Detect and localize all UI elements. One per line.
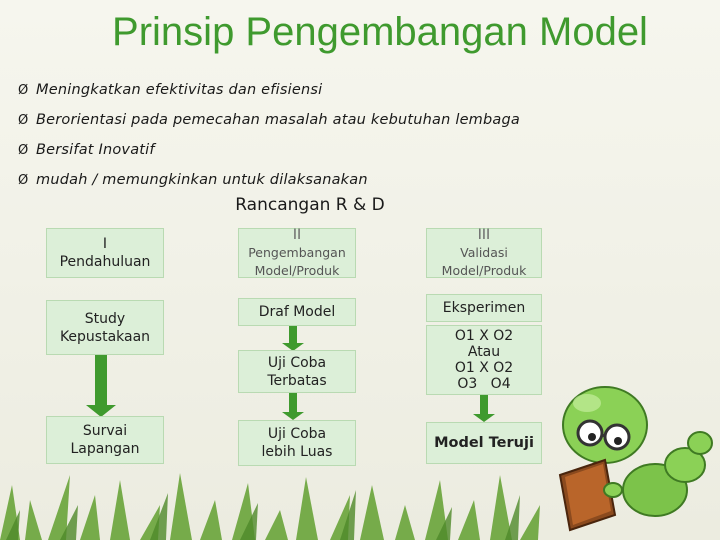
bookworm-reading-illustration [558,386,713,532]
down-arrow-icon [282,343,304,351]
bullet-text: Meningkatkan efektivitas dan efisiensi [36,82,323,98]
col2-header-num: II [292,227,302,243]
col2-step-uji-luas-label: Uji Coba lebih Luas [261,426,333,460]
col3-step-eksperimen-label: Eksperimen [442,300,526,316]
col2-step-draf: Draf Model [238,298,356,326]
col2-header-label: Pengembangan Model/Produk [248,245,346,278]
col3-header-box: III Validasi Model/Produk [426,227,542,278]
col2-step-uji-luas: Uji Coba lebih Luas [238,420,356,466]
arrow-bullet-icon: Ø [18,83,29,98]
grass-decoration [0,473,540,540]
col1-step-survai: Survai Lapangan [46,416,164,464]
bullet-item: Ø Bersifat Inovatif [18,140,698,170]
col2-step-uji-terbatas: Uji Coba Terbatas [238,350,356,393]
down-arrow-icon [282,412,304,420]
col1-step-study: Study Kepustakaan [46,300,164,355]
col3-design-line: O1 X O2 [454,328,514,344]
bullet-text: Bersifat Inovatif [36,142,155,158]
connector-shaft [480,395,488,415]
col2-step-draf-label: Draf Model [258,304,336,320]
col1-step-study-label: Study Kepustakaan [59,310,151,345]
connector-shaft [289,326,297,344]
down-arrow-icon [86,405,116,417]
col2-header-box: II Pengembangan Model/Produk [238,227,356,278]
col3-step-teruji-label: Model Teruji [434,435,534,451]
col3-header-num: III [477,227,491,243]
bullet-text: mudah / memungkinkan untuk dilaksanakan [36,172,368,188]
connector-shaft [289,393,297,413]
col1-header-num: I [102,236,108,252]
col1-header-label: Pendahuluan [59,254,151,270]
arrow-bullet-icon: Ø [18,113,29,128]
col3-design-line: O1 X O2 [454,360,514,376]
down-arrow-icon [473,414,495,422]
col3-step-design: O1 X O2 Atau O1 X O2 O3 O4 [426,325,542,395]
arrow-bullet-icon: Ø [18,143,29,158]
col2-step-uji-terbatas-label: Uji Coba Terbatas [267,354,327,389]
diagram-subtitle: Rancangan R & D [235,195,385,215]
col3-design-line: O3 O4 [457,376,511,392]
col3-design-line: Atau [467,344,501,360]
bullet-item: Ø Berorientasi pada pemecahan masalah ata… [18,110,698,140]
page-title: Prinsip Pengembangan Model [112,10,648,54]
bullet-item: Ø Meningkatkan efektivitas dan efisiensi [18,80,698,110]
arrow-bullet-icon: Ø [18,173,29,188]
connector-shaft [95,355,107,405]
col3-header-label: Validasi Model/Produk [441,245,527,278]
bullet-text: Berorientasi pada pemecahan masalah atau… [36,112,520,128]
col3-step-eksperimen: Eksperimen [426,294,542,322]
col1-step-survai-label: Survai Lapangan [70,423,140,457]
col3-step-teruji: Model Teruji [426,422,542,464]
col1-header-box: I Pendahuluan [46,228,164,278]
